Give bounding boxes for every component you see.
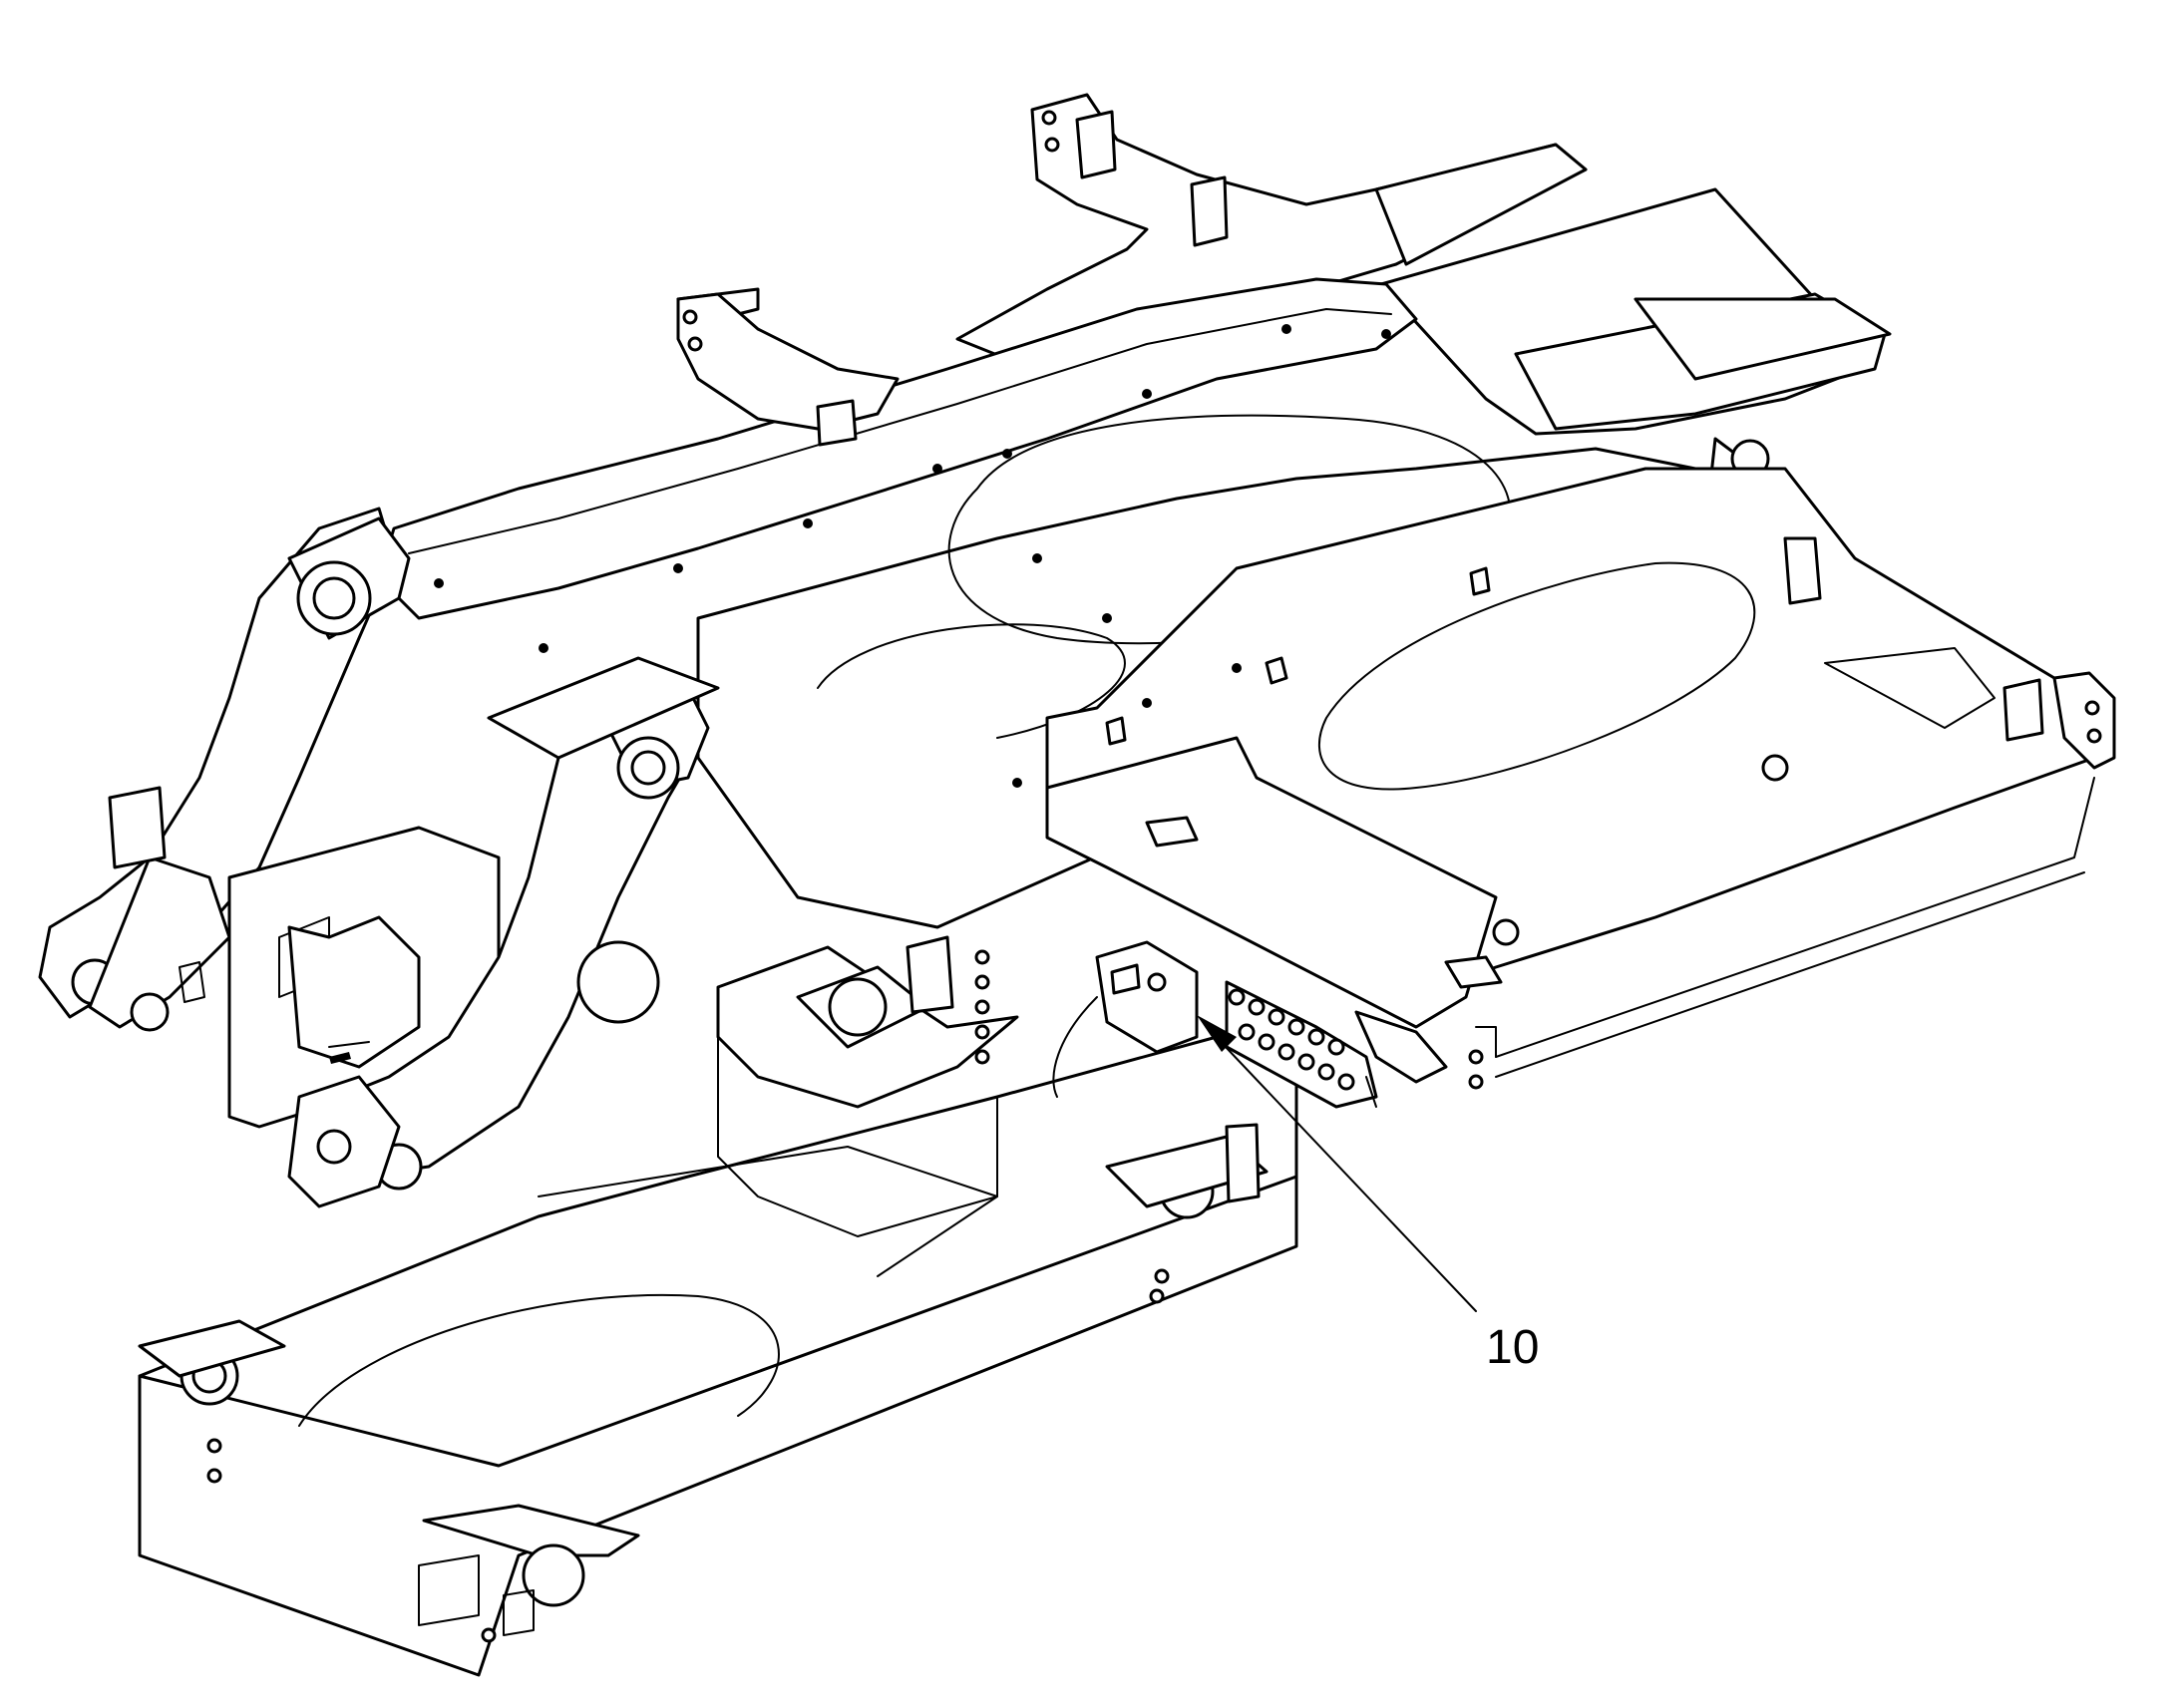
rear-frame	[955, 93, 1588, 361]
grease-nipples	[1228, 988, 1355, 1091]
front-cross-beam	[1045, 736, 2095, 1090]
middle-cross-plate	[716, 935, 1019, 1237]
center-pivot-tower	[287, 656, 720, 1208]
bolts	[434, 324, 1491, 788]
right-end-bracket	[2052, 671, 2116, 770]
callout-label-10: 10	[1486, 1321, 1540, 1374]
front-lower-frame	[138, 1035, 1298, 1677]
left-pivot-tower	[38, 507, 411, 1032]
lubrication-distribution-block	[1052, 940, 1378, 1109]
upper-left-arm	[676, 292, 900, 447]
callout-leader-10	[1197, 1015, 1477, 1312]
